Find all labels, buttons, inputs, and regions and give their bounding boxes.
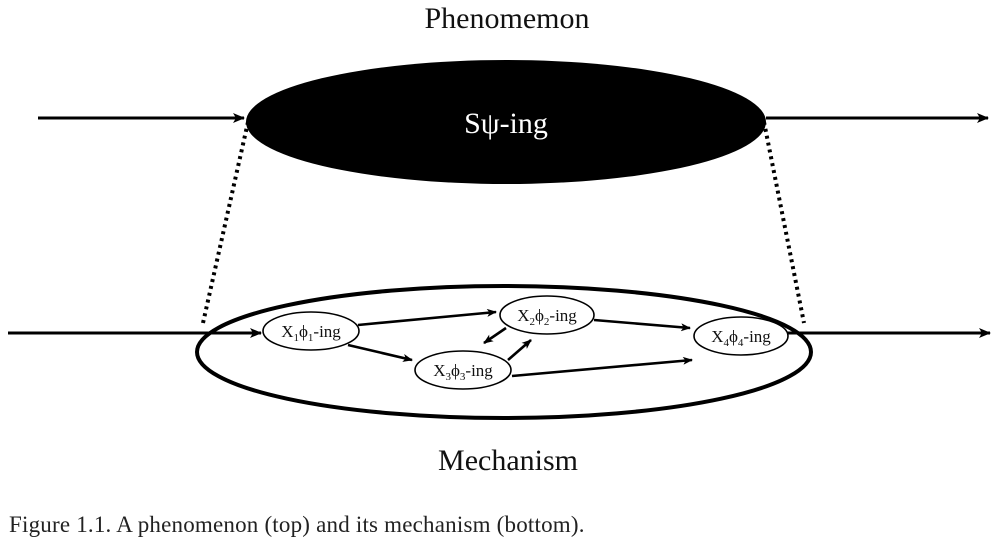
edge-n3-to-n4: [511, 356, 693, 378]
phenomenon-label: Sψ-ing: [464, 107, 548, 140]
figure-caption: Figure 1.1. A phenomenon (top) and its m…: [9, 512, 585, 538]
mechanism-ellipse: [195, 284, 813, 420]
edge-n2-to-n3: [483, 326, 507, 345]
node-n2: X2ϕ2-ing: [499, 295, 595, 335]
mechanism-edges: [347, 308, 693, 378]
left-dotted-connector: [201, 121, 250, 324]
phenomenon-ellipse: [246, 60, 766, 184]
caption-text: A phenomenon (top) and its mechanism (bo…: [116, 512, 585, 537]
node-n1-label: X1ϕ1-ing: [281, 322, 341, 344]
mechanism-heading: Mechanism: [438, 444, 578, 477]
node-n4: X4ϕ4-ing: [693, 316, 789, 356]
node-n3-label: X3ϕ3-ing: [433, 361, 493, 383]
node-n1: X1ϕ1-ing: [262, 311, 360, 351]
edge-n2-to-n4: [593, 318, 691, 332]
node-n2-label: X2ϕ2-ing: [517, 306, 577, 328]
node-n3: X3ϕ3-ing: [414, 350, 512, 390]
right-dotted-connector: [762, 121, 806, 324]
phenomenon-heading: Phenomemon: [425, 2, 590, 35]
caption-number: 1.1.: [76, 512, 112, 537]
caption-label: Figure: [9, 512, 71, 537]
node-n4-label: X4ϕ4-ing: [711, 327, 771, 349]
phenomenon-mechanism-diagram: Phenomemon Sψ-ing X1ϕ1-ing: [8, 2, 991, 477]
edge-n1-to-n2: [357, 308, 497, 327]
edge-n1-to-n3: [347, 343, 413, 362]
edge-n3-to-n2: [507, 339, 532, 361]
